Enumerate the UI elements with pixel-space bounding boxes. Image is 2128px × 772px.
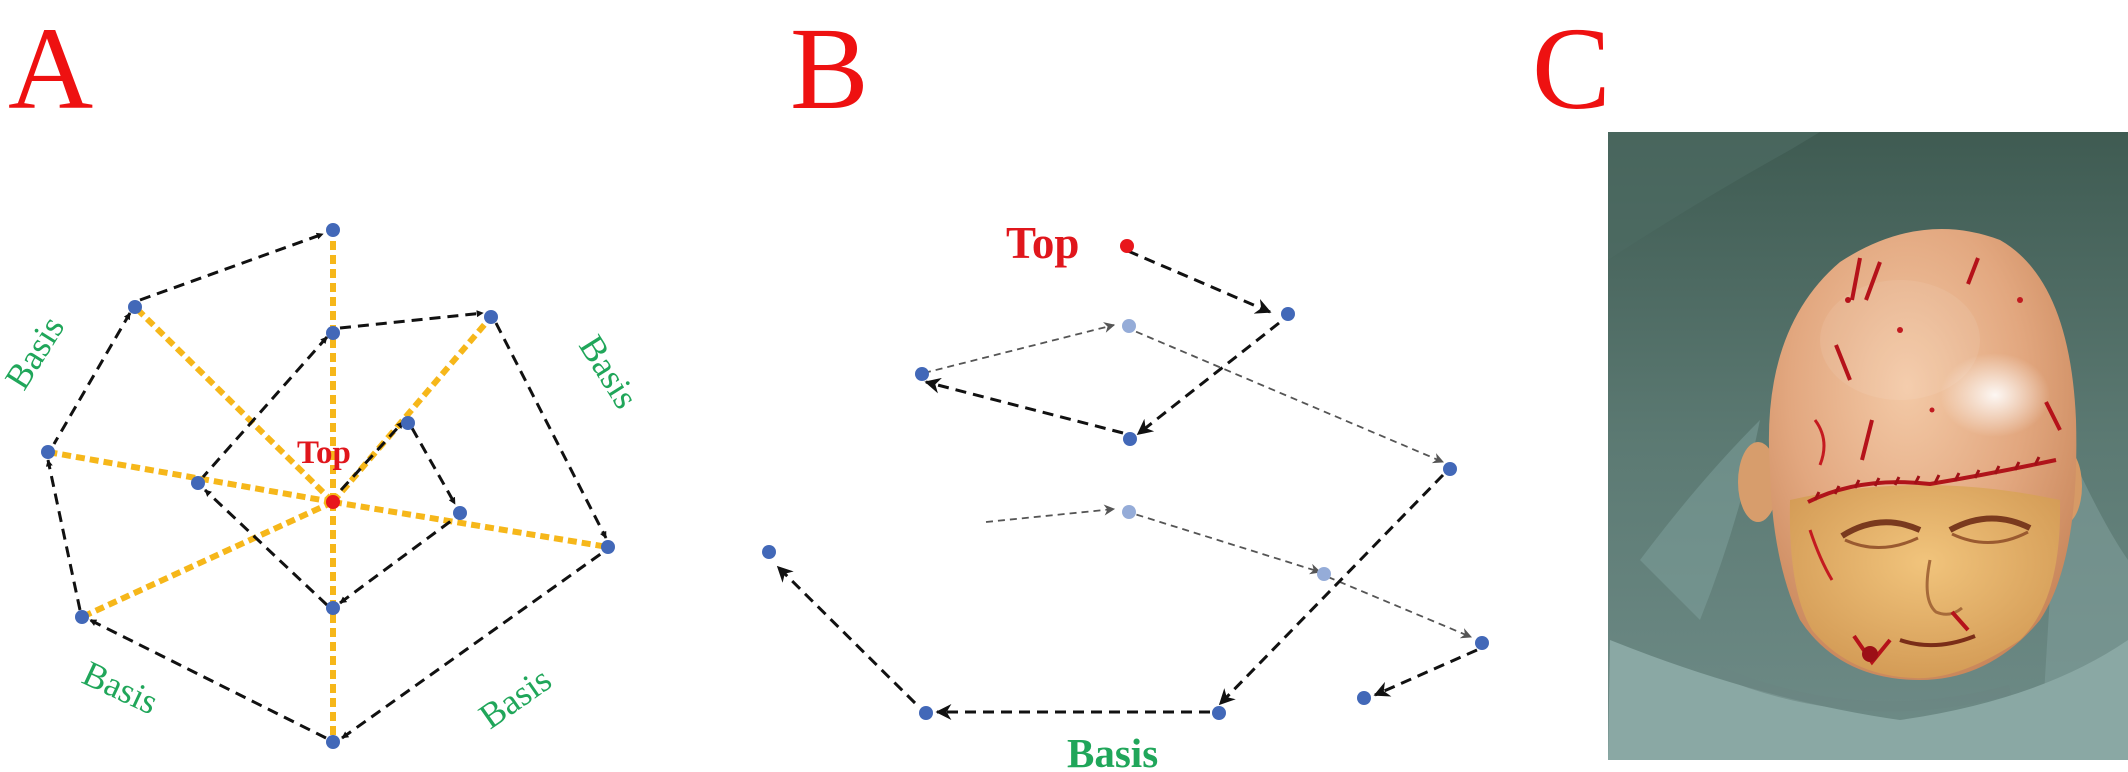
- node: [75, 610, 89, 624]
- panel-a-spokes: [47, 230, 609, 742]
- node: [41, 445, 55, 459]
- panel-c-photo: [1608, 132, 2128, 760]
- node: [601, 540, 615, 554]
- panel-a-basis-label: Basis: [571, 328, 646, 415]
- panel-a-outer-path: [45, 232, 608, 740]
- panel-a-top-label: Top: [297, 435, 351, 471]
- node: [1122, 505, 1136, 519]
- node: [401, 416, 415, 430]
- panel-a-nodes: [41, 223, 615, 749]
- panel-letter-c: C: [1532, 3, 1611, 134]
- panel-b-diagram: Top Basis: [762, 218, 1489, 772]
- node: [326, 326, 340, 340]
- node: [1475, 636, 1489, 650]
- node: [326, 223, 340, 237]
- node: [191, 476, 205, 490]
- panel-letter-a: A: [8, 3, 93, 134]
- node: [128, 300, 142, 314]
- node: [484, 310, 498, 324]
- panel-b-faded-path: [923, 322, 1473, 639]
- node: [1281, 307, 1295, 321]
- panel-b-top-label: Top: [1006, 218, 1079, 268]
- node: [915, 367, 929, 381]
- node: [1357, 691, 1371, 705]
- node: [1317, 567, 1331, 581]
- node: [919, 706, 933, 720]
- panel-a-basis-label: Basis: [472, 659, 559, 737]
- panel-a-inner-path: [201, 310, 484, 607]
- top-node: [326, 495, 340, 509]
- node: [326, 601, 340, 615]
- node: [326, 735, 340, 749]
- top-node: [1120, 239, 1134, 253]
- panel-a-basis-label: Basis: [0, 309, 72, 396]
- panel-a-diagram: Top Basis Basis Basis Basis: [0, 223, 646, 749]
- node: [453, 506, 467, 520]
- panel-b-basis-label: Basis: [1067, 730, 1158, 772]
- node: [1123, 432, 1137, 446]
- node: [1443, 462, 1457, 476]
- panel-b-main-path: [776, 249, 1478, 720]
- node: [1212, 706, 1226, 720]
- panel-a-basis-label: Basis: [77, 653, 165, 722]
- panel-b-nodes: [762, 239, 1489, 720]
- node: [762, 545, 776, 559]
- node: [1122, 319, 1136, 333]
- panel-letter-b: B: [790, 3, 869, 134]
